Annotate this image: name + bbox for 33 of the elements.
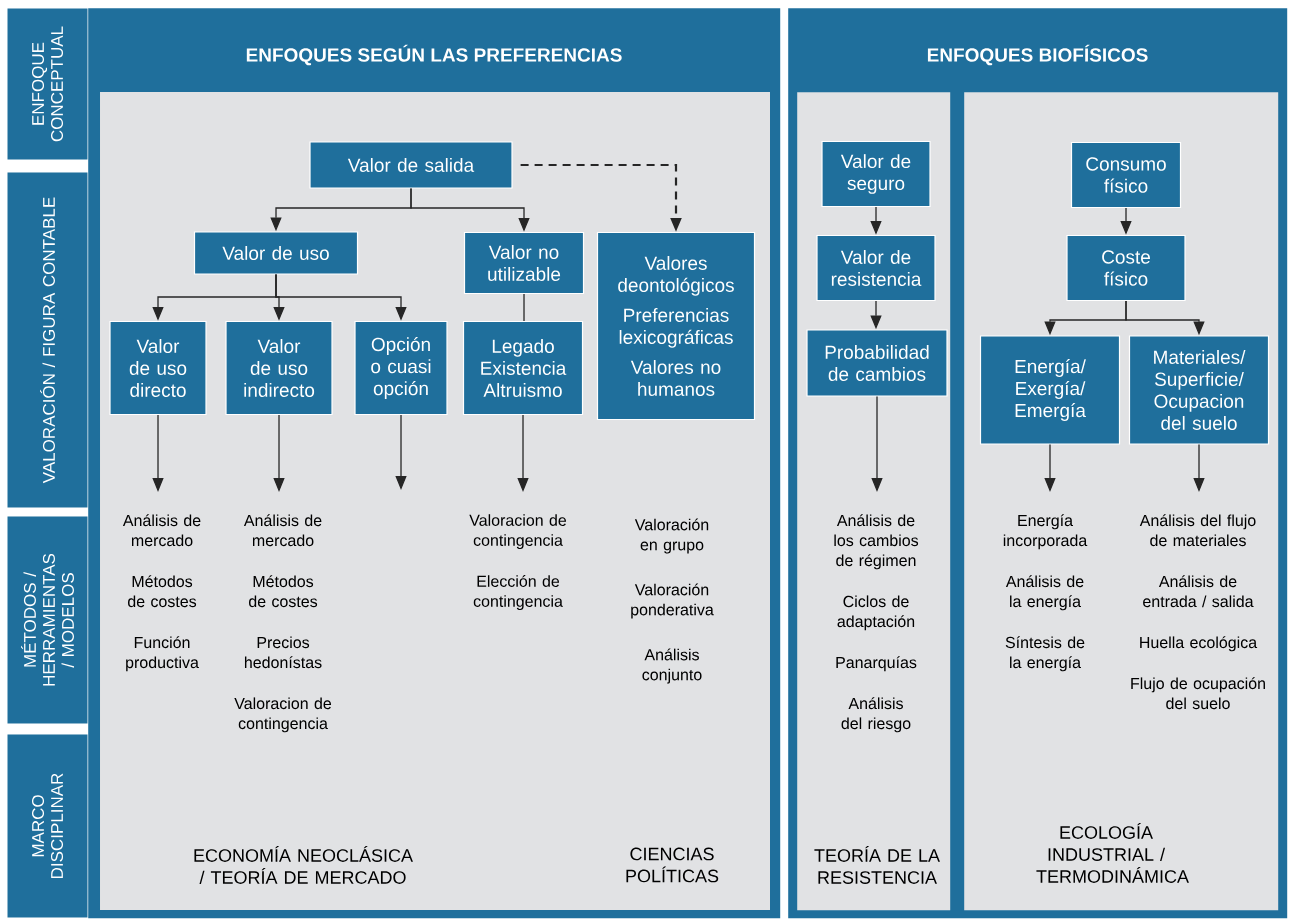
discipline-label: ECOLOGÍA INDUSTRIAL / TERMODINÁMICA [1036, 823, 1189, 883]
value-box: Consumo físico [1070, 141, 1182, 209]
method-list: Valoracion de contingencia Elección de contingencia [469, 514, 567, 611]
value-box: Valores deontológicos Preferencias lexicográficas Valores no humanos [596, 231, 756, 421]
value-box: Valor de uso indirecto [225, 320, 333, 416]
method-text: Valoración ponderativa [631, 583, 714, 619]
discipline-label: ECONOMÍA NEOCLÁSICA / TEORÍA DE MERCADO [194, 846, 413, 884]
row-header-box: MÉTODOS / HERRAMIENTAS / MODELOS [6, 515, 89, 725]
value-box: Valor de salida [309, 141, 513, 189]
value-box: Valor de uso directo [109, 320, 207, 416]
value-box: Coste físico [1066, 234, 1186, 302]
row-header-box: MARCO DISCIPLINAR [6, 733, 89, 919]
value-box: Valor de resistencia [816, 234, 936, 302]
value-box: Probabilidad de cambios [806, 329, 948, 397]
discipline-label: CIENCIAS POLÍTICAS [626, 847, 719, 883]
method-list: Análisis de mercado Métodos de costes Función productiva [122, 514, 201, 672]
method-text: Valoración en grupo [634, 518, 709, 554]
value-box: Materiales/ Superficie/ Ocupacion del suelo [1128, 335, 1270, 445]
value-box: Opción o cuasi opción [354, 320, 448, 416]
method-list: Análisis de los cambios de régimen Ciclos de adaptación Panarquías Análisis del riesgo [834, 514, 919, 733]
row-header-box: ENFOQUE CONCEPTUAL [6, 7, 89, 161]
method-list: Energía incorporada Análisis de la energía Síntesis de la energía [1003, 514, 1088, 672]
value-box: Valor no utilizable [463, 231, 585, 295]
method-list: Análisis del flujo de materiales Análisis de entrada / salida Huella ecológica Flujo de ocupación del suelo [1131, 514, 1265, 710]
value-box: Energía/ Exergía/ Emergía [979, 335, 1121, 445]
node-label: ENFOQUES SEGÚN LAS PREFERENCIAS [246, 44, 622, 66]
value-box: Legado Existencia Altruismo [462, 320, 584, 416]
method-text: Análisis conjunto [642, 648, 702, 684]
discipline-label: TEORÍA DE LA RESISTENCIA [814, 846, 940, 884]
row-header-box: VALORACIÓN / FIGURA CONTABLE [6, 171, 89, 509]
value-box: Valor de seguro [821, 140, 931, 208]
value-box: Valor de uso [193, 231, 359, 275]
method-list: Análisis de mercado Métodos de costes Precios hedonístas Valoracion de contingencia [234, 514, 332, 733]
